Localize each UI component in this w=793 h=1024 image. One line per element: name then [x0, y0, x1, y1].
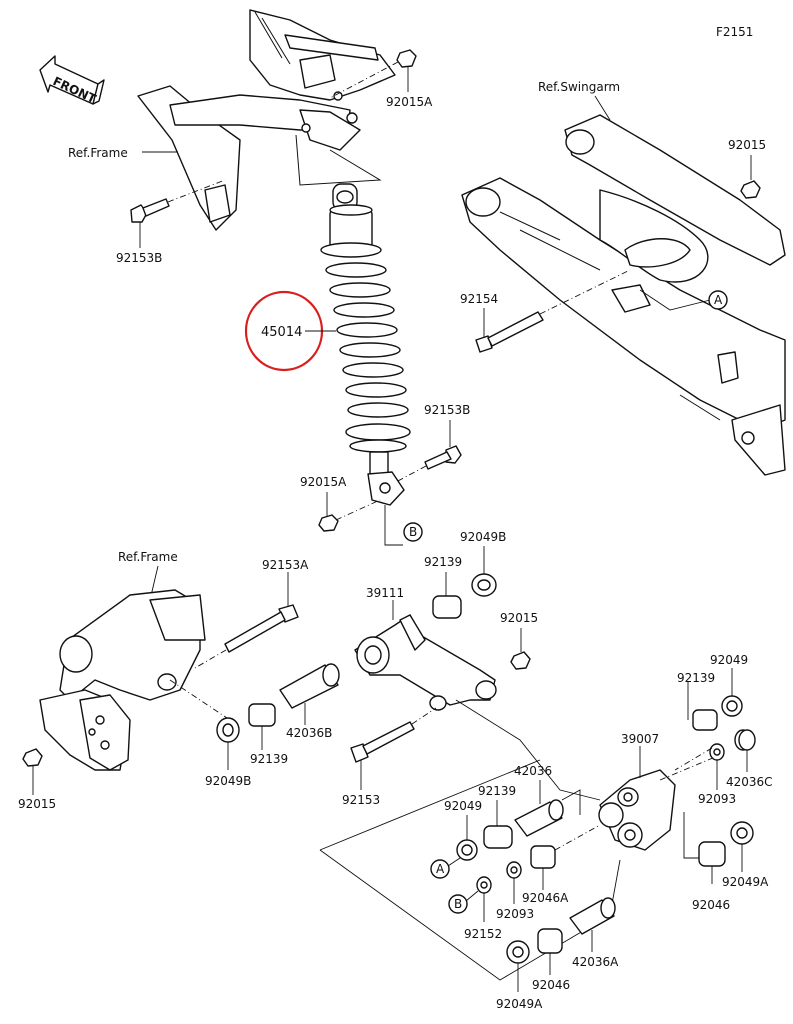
callout-b-upper [403, 522, 423, 542]
callout-a-upper [708, 290, 728, 310]
label-92139-right: 92139 [677, 671, 715, 685]
front-direction-arrow: FRONT [39, 55, 105, 106]
label-92049A-right: 92049A [722, 875, 769, 889]
seal-92049A-bottom [506, 940, 530, 992]
washer-92093-mid [506, 861, 522, 904]
label-92046-right: 92046 [692, 898, 730, 912]
bushing-92139-left [248, 703, 276, 750]
lower-frame-drawing [39, 589, 231, 771]
nut-92015A-top [329, 49, 417, 99]
nut-92015-right [740, 155, 761, 199]
seal-92049-mid [456, 815, 478, 861]
bolt-92153B-left [130, 179, 226, 248]
label-92153B-mid: 92153B [424, 403, 470, 417]
label-92046-bottom: 92046 [532, 978, 570, 992]
label-92152: 92152 [464, 927, 502, 941]
bearing-92046-right [683, 812, 726, 884]
label-92139-top: 92139 [424, 555, 462, 569]
nut-92015A-mid [318, 492, 381, 532]
label-92093-mid: 92093 [496, 907, 534, 921]
label-92049B-top: 92049B [460, 530, 506, 544]
seal-92049A-right [730, 821, 754, 872]
bearing-92046-bottom [537, 928, 563, 975]
callout-b-lower [448, 894, 468, 914]
label-92049-mid: 92049 [444, 799, 482, 813]
nut-92015-link [510, 628, 531, 670]
label-92049-right: 92049 [710, 653, 748, 667]
callout-a-lower [430, 859, 450, 879]
label-92015A-top: 92015A [386, 95, 433, 109]
label-39007: 39007 [621, 732, 659, 746]
label-92153: 92153 [342, 793, 380, 807]
callout-b-upper-label: B [409, 525, 417, 539]
label-ref-frame-top: Ref.Frame [68, 146, 128, 160]
tie-rod-39007 [598, 746, 721, 851]
bushing-92139-mid [483, 800, 513, 849]
label-92139-mid: 92139 [478, 784, 516, 798]
label-92015-right: 92015 [728, 138, 766, 152]
rear-shock-absorber-45014 [320, 183, 411, 506]
label-92139-left: 92139 [250, 752, 288, 766]
label-92153A: 92153A [262, 558, 309, 572]
label-39111: 39111 [366, 586, 404, 600]
rocker-arm-39111 [354, 600, 497, 711]
bolt-92154 [475, 269, 631, 353]
seal-92049-right [721, 668, 743, 717]
callout-a-upper-label: A [714, 293, 723, 307]
bushing-92139-top [432, 572, 462, 619]
label-ref-frame-bottom: Ref.Frame [118, 550, 178, 564]
bearing-92046A [530, 824, 601, 890]
diagram-code: F2151 [716, 25, 753, 39]
nut-92015-left [22, 748, 43, 795]
label-42036: 42036 [514, 764, 552, 778]
bolt-92153B-mid [395, 420, 462, 483]
bolt-92153A [194, 572, 299, 669]
label-92049A-bottom: 92049A [496, 997, 543, 1011]
bolt-92153 [350, 707, 437, 790]
label-92046A: 92046A [522, 891, 569, 905]
collar-42036C [734, 729, 756, 772]
label-42036B: 42036B [286, 726, 332, 740]
washer-92152 [476, 876, 492, 922]
label-92015A-mid: 92015A [300, 475, 347, 489]
label-92015-link: 92015 [500, 611, 538, 625]
washer-92093-right [674, 743, 725, 790]
label-92093-right: 92093 [698, 792, 736, 806]
label-92049B-left: 92049B [205, 774, 251, 788]
label-42036C: 42036C [726, 775, 773, 789]
seal-92049B-top [471, 546, 497, 597]
swingarm-drawing [461, 114, 786, 476]
label-92154: 92154 [460, 292, 498, 306]
upper-frame-drawing [137, 9, 396, 231]
label-92153B-left: 92153B [116, 251, 162, 265]
collar-42036B [279, 663, 340, 725]
label-42036A: 42036A [572, 955, 619, 969]
label-45014: 45014 [261, 325, 302, 340]
collar-42036 [514, 780, 581, 837]
label-92015-left: 92015 [18, 797, 56, 811]
bushing-92139-right [687, 682, 718, 731]
seal-92049B-left [216, 717, 240, 770]
callout-b-lower-label: B [454, 897, 462, 911]
collar-42036A [569, 897, 616, 952]
callout-a-lower-label: A [436, 862, 445, 876]
label-ref-swingarm: Ref.Swingarm [538, 80, 620, 94]
